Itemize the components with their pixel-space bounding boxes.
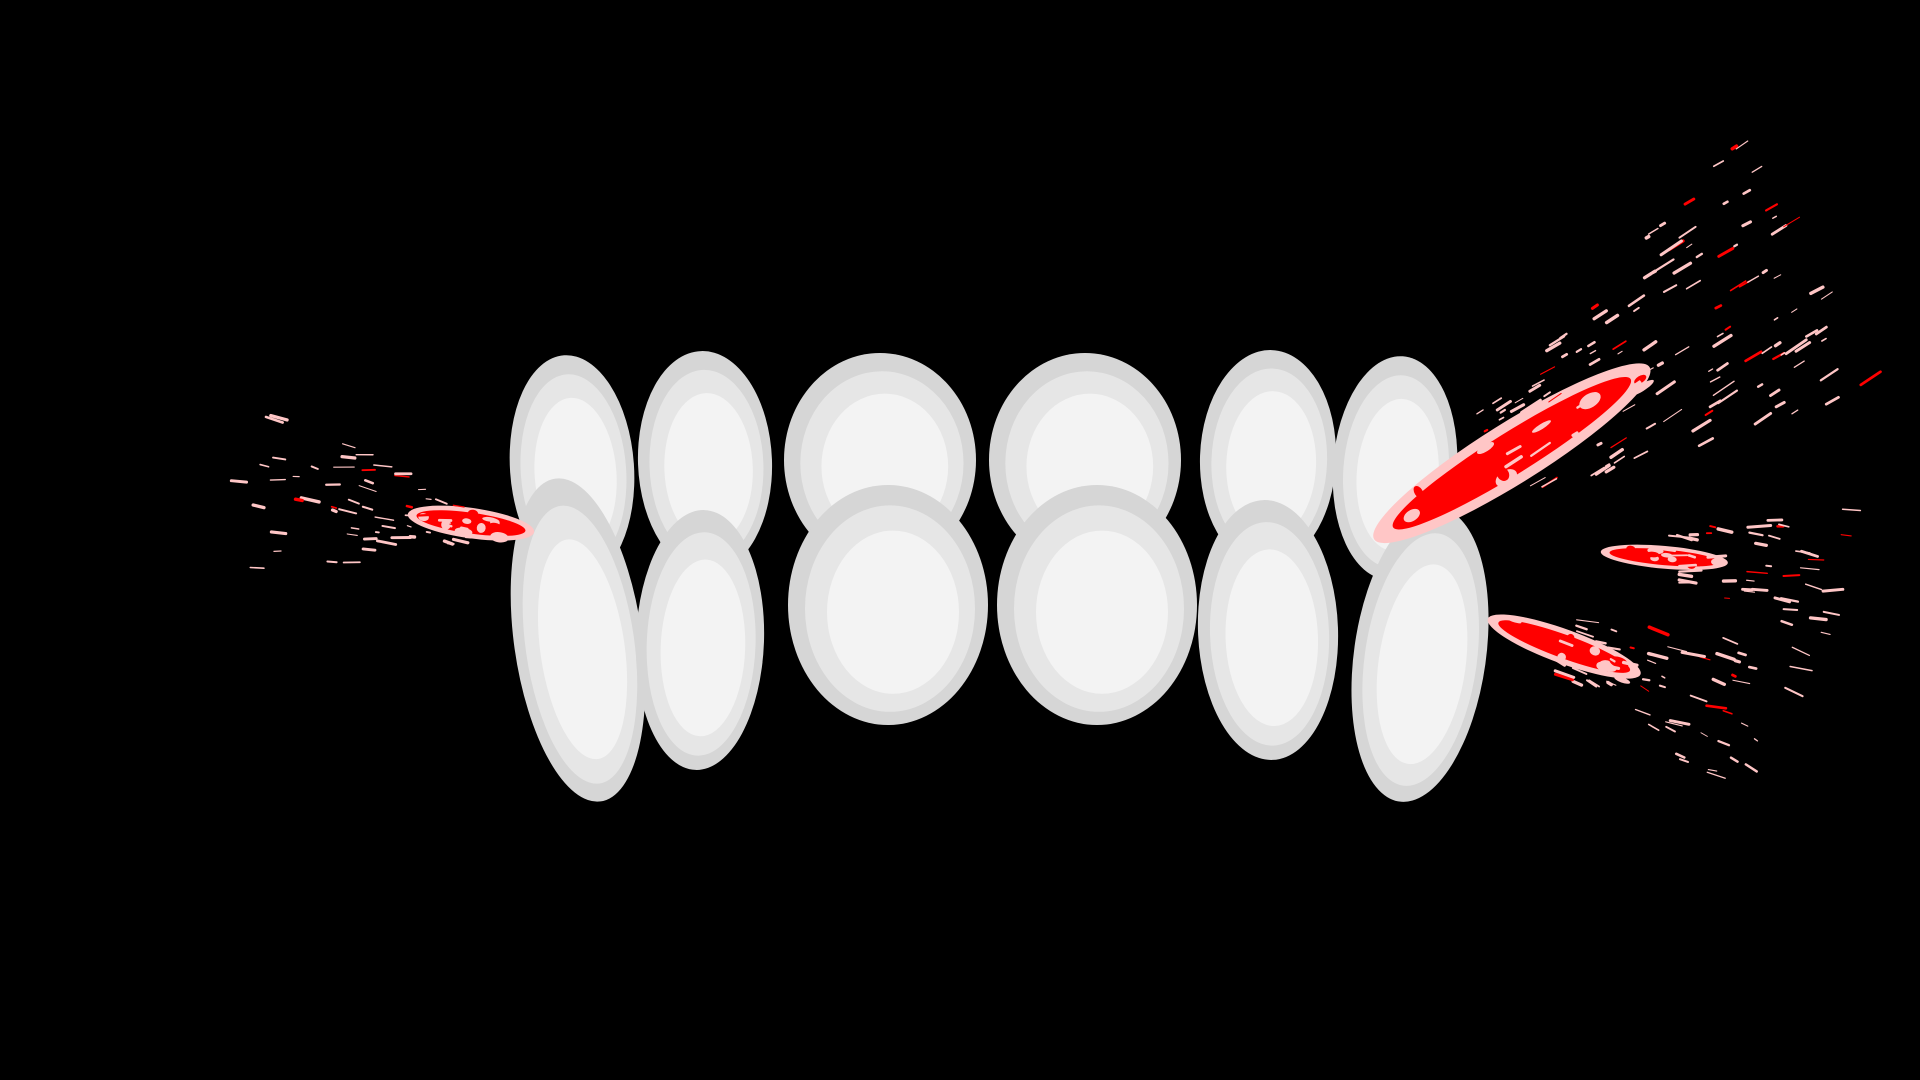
blood-splatter-top-right [1373, 140, 1882, 544]
blood-splatter-left [229, 413, 535, 569]
blood-splatter-mid-right [1600, 508, 1862, 636]
lower-teeth [510, 478, 1489, 802]
lower-tooth-4 [997, 485, 1197, 725]
lower-tooth-3 [788, 485, 988, 725]
lower-tooth-2 [635, 510, 765, 770]
upper-tooth-5 [1199, 350, 1337, 566]
blood-splatters [229, 140, 1882, 779]
lower-tooth-1 [510, 478, 646, 802]
lower-tooth-6 [1351, 508, 1489, 802]
lower-tooth-5 [1197, 500, 1339, 760]
upper-tooth-2 [637, 351, 773, 573]
blood-splatter-low-right [1487, 614, 1813, 779]
